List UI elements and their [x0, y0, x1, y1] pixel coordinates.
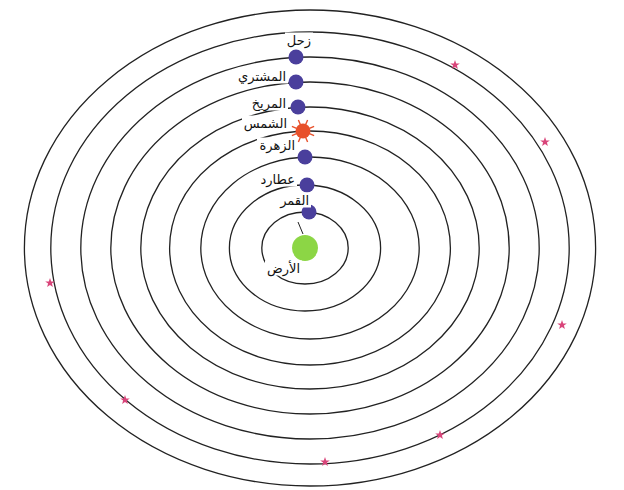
orbit-ring [51, 32, 569, 464]
saturn-dot [289, 50, 304, 65]
orbit-ring [201, 157, 419, 339]
venus-label: الزهرة [257, 138, 297, 153]
jupiter-dot [289, 75, 304, 90]
mars-dot [291, 100, 306, 115]
orbit-ring [24, 10, 595, 486]
earth [292, 235, 318, 261]
orbit-ring [81, 57, 539, 439]
leader-line [298, 222, 303, 234]
mars-label: المريخ [250, 96, 288, 111]
saturn-label: زحل [285, 33, 313, 48]
orbit-ring [111, 82, 509, 414]
earth-label: الأرض [265, 261, 302, 276]
orbit-ring [262, 212, 348, 284]
orbit-rings [24, 10, 595, 486]
stars [45, 60, 567, 466]
moon-label: القمر [278, 193, 311, 208]
sun-label: الشمس [242, 116, 289, 131]
jupiter-label: المشتري [236, 69, 288, 84]
mercury-dot [300, 178, 315, 193]
venus-dot [298, 150, 313, 165]
mercury-label: عطارد [259, 172, 297, 187]
orbit-ring [170, 131, 451, 365]
orbit-ring [229, 185, 380, 311]
orbit-ring [141, 107, 479, 389]
